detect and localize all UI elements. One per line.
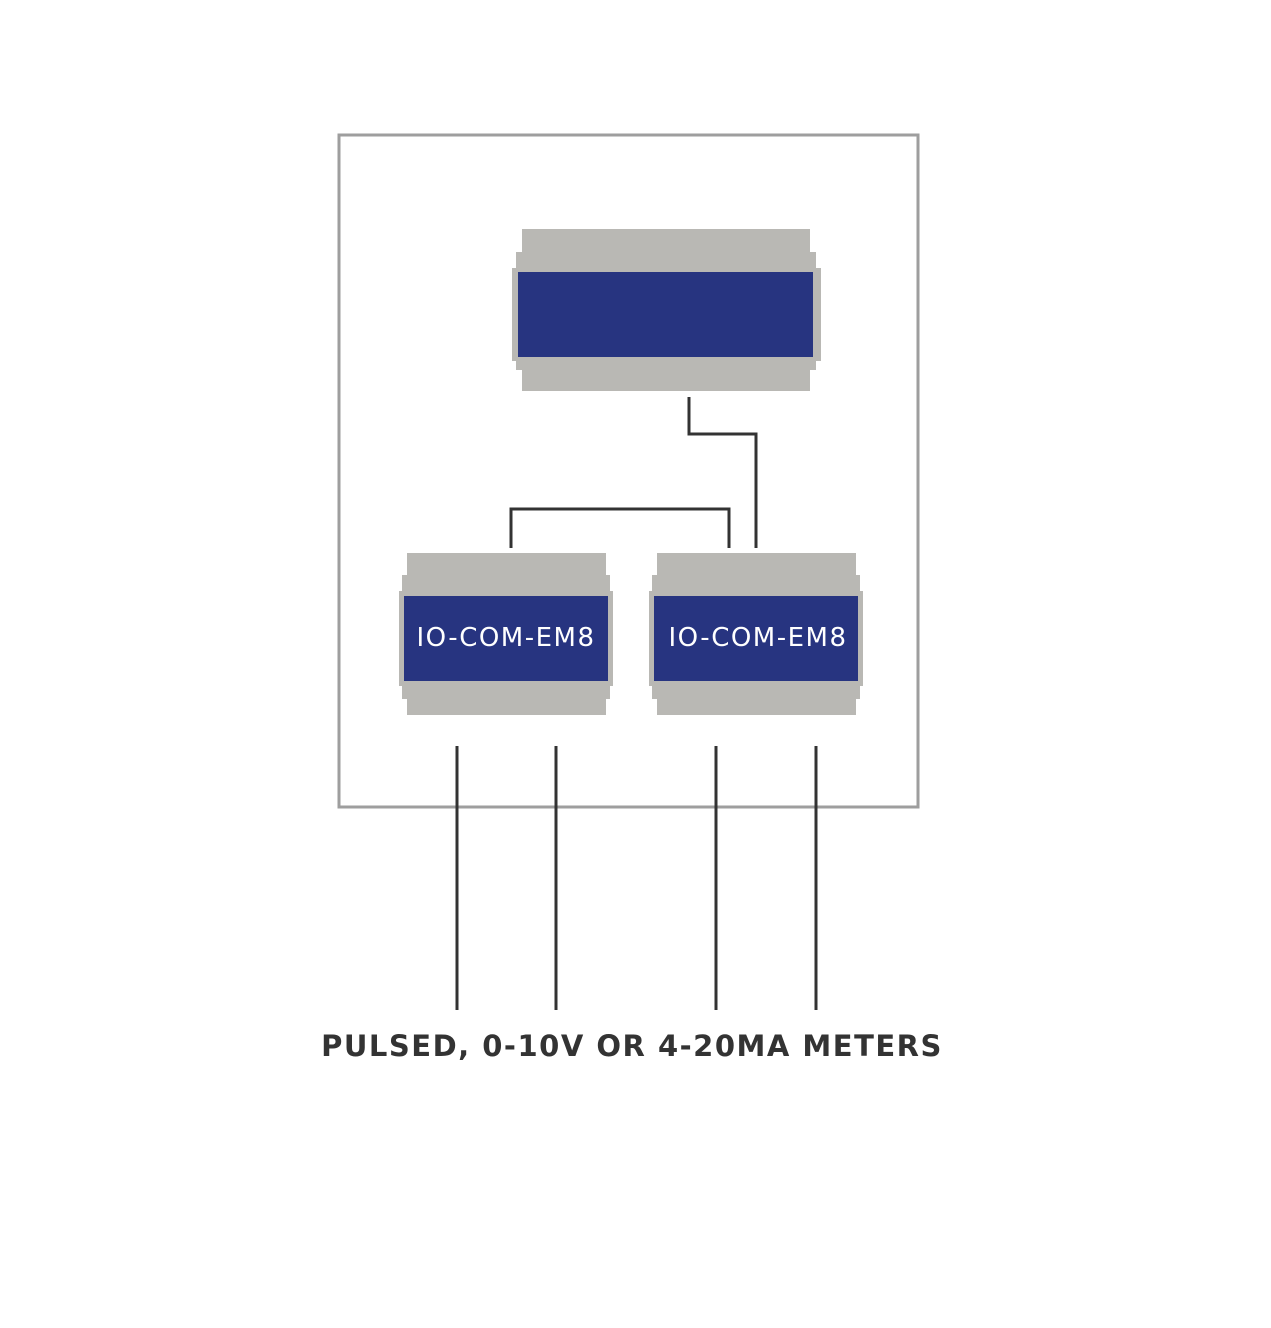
meters-caption: PULSED, 0-10V OR 4-20MA METERS [321, 1029, 943, 1063]
bus-wire-controller [687, 397, 758, 548]
controller-face [518, 272, 813, 357]
controller-module [512, 229, 821, 391]
io-module-2-label: IO-COM-EM8 [668, 623, 847, 653]
bus-wire-modules [509, 507, 731, 548]
io-module-1: IO-COM-EM8 [399, 553, 613, 715]
io-module-1-label: IO-COM-EM8 [416, 623, 595, 653]
io-module-2: IO-COM-EM8 [649, 553, 863, 715]
enclosure [337, 133, 920, 809]
